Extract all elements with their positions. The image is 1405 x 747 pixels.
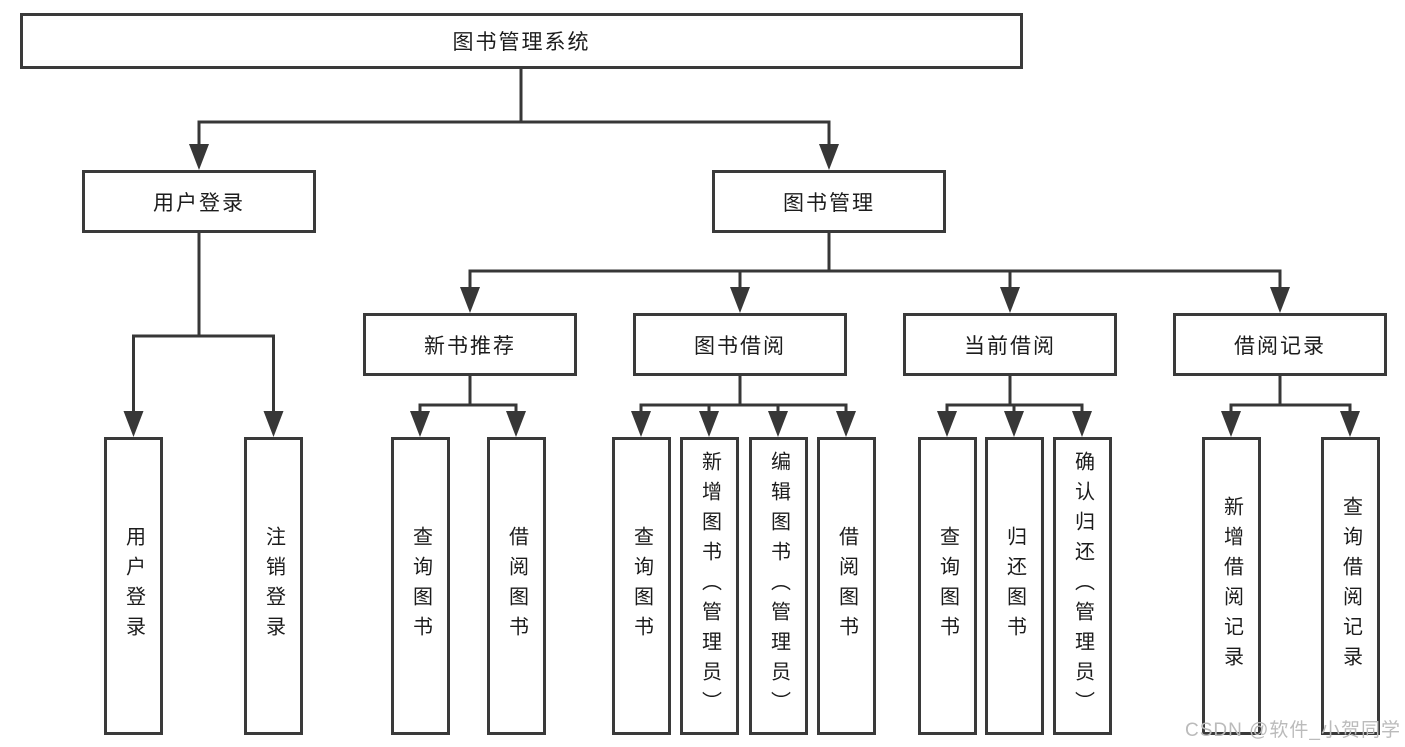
arrow-down-icon	[631, 411, 651, 437]
node-label: 新增图书（管理员）	[698, 451, 721, 721]
arrow-down-icon	[819, 144, 839, 170]
arrow-down-icon	[937, 411, 957, 437]
node-label: 图书管理	[783, 191, 875, 215]
leaf-user-login: 用户登录	[104, 437, 163, 735]
arrow-down-icon	[1000, 287, 1020, 313]
node-user-login: 用户登录	[82, 170, 316, 233]
leaf-add-borrow-record: 新增借阅记录	[1202, 437, 1261, 735]
connector-book-management-children	[468, 231, 1282, 292]
node-label: 归还图书	[1003, 526, 1026, 646]
node-label: 用户登录	[153, 191, 245, 215]
arrow-down-icon	[1221, 411, 1241, 437]
node-label: 查询图书	[409, 526, 432, 646]
connector-user-login-children	[132, 231, 275, 416]
arrow-down-icon	[1004, 411, 1024, 437]
node-label: 图书管理系统	[452, 31, 591, 54]
connector-current-borrowing-children	[945, 374, 1084, 416]
node-current-borrowing: 当前借阅	[903, 313, 1117, 376]
arrow-down-icon	[410, 411, 430, 437]
node-label: 查询图书	[630, 526, 653, 646]
leaf-query-books-borrowing: 查询图书	[612, 437, 671, 735]
arrow-down-icon	[506, 411, 526, 437]
arrow-down-icon	[768, 411, 788, 437]
node-new-book-recommendation: 新书推荐	[363, 313, 577, 376]
node-label: 查询借阅记录	[1339, 496, 1362, 676]
node-label: 借阅记录	[1234, 334, 1326, 358]
node-borrowing-records: 借阅记录	[1173, 313, 1387, 376]
node-label: 编辑图书（管理员）	[767, 451, 790, 721]
node-book-management: 图书管理	[712, 170, 946, 233]
arrow-down-icon	[1270, 287, 1290, 313]
leaf-borrow-books-recommend: 借阅图书	[487, 437, 546, 735]
node-label: 当前借阅	[964, 334, 1056, 358]
arrow-down-icon	[730, 287, 750, 313]
leaf-query-borrow-record: 查询借阅记录	[1321, 437, 1380, 735]
arrow-down-icon	[699, 411, 719, 437]
arrow-down-icon	[1072, 411, 1092, 437]
connector-borrowing-records-children	[1229, 374, 1352, 416]
leaf-logout: 注销登录	[244, 437, 303, 735]
node-label: 用户登录	[122, 526, 145, 646]
node-label: 新书推荐	[424, 334, 516, 358]
arrow-down-icon	[836, 411, 856, 437]
node-label: 注销登录	[262, 526, 285, 646]
node-label: 图书借阅	[694, 334, 786, 358]
node-label: 查询图书	[936, 526, 959, 646]
leaf-return-book: 归还图书	[985, 437, 1044, 735]
connector-book-borrowing-children	[639, 374, 848, 416]
connector-new-book-children	[418, 374, 518, 416]
leaf-add-book-admin: 新增图书（管理员）	[680, 437, 739, 735]
arrow-down-icon	[1340, 411, 1360, 437]
arrow-down-icon	[263, 411, 284, 437]
leaf-edit-book-admin: 编辑图书（管理员）	[749, 437, 808, 735]
node-library-system: 图书管理系统	[20, 13, 1023, 69]
connector-root-to-level1	[197, 67, 831, 150]
node-label: 新增借阅记录	[1220, 496, 1243, 676]
leaf-query-books-current: 查询图书	[918, 437, 977, 735]
node-label: 借阅图书	[835, 526, 858, 646]
node-label: 确认归还（管理员）	[1071, 451, 1094, 721]
watermark: CSDN @软件_小贺同学	[1185, 720, 1401, 741]
leaf-borrow-books-borrowing: 借阅图书	[817, 437, 876, 735]
leaf-query-books-recommend: 查询图书	[391, 437, 450, 735]
arrow-down-icon	[460, 287, 480, 313]
leaf-confirm-return-admin: 确认归还（管理员）	[1053, 437, 1112, 735]
node-book-borrowing: 图书借阅	[633, 313, 847, 376]
node-label: 借阅图书	[505, 526, 528, 646]
arrow-down-icon	[123, 411, 144, 437]
arrow-down-icon	[189, 144, 209, 170]
